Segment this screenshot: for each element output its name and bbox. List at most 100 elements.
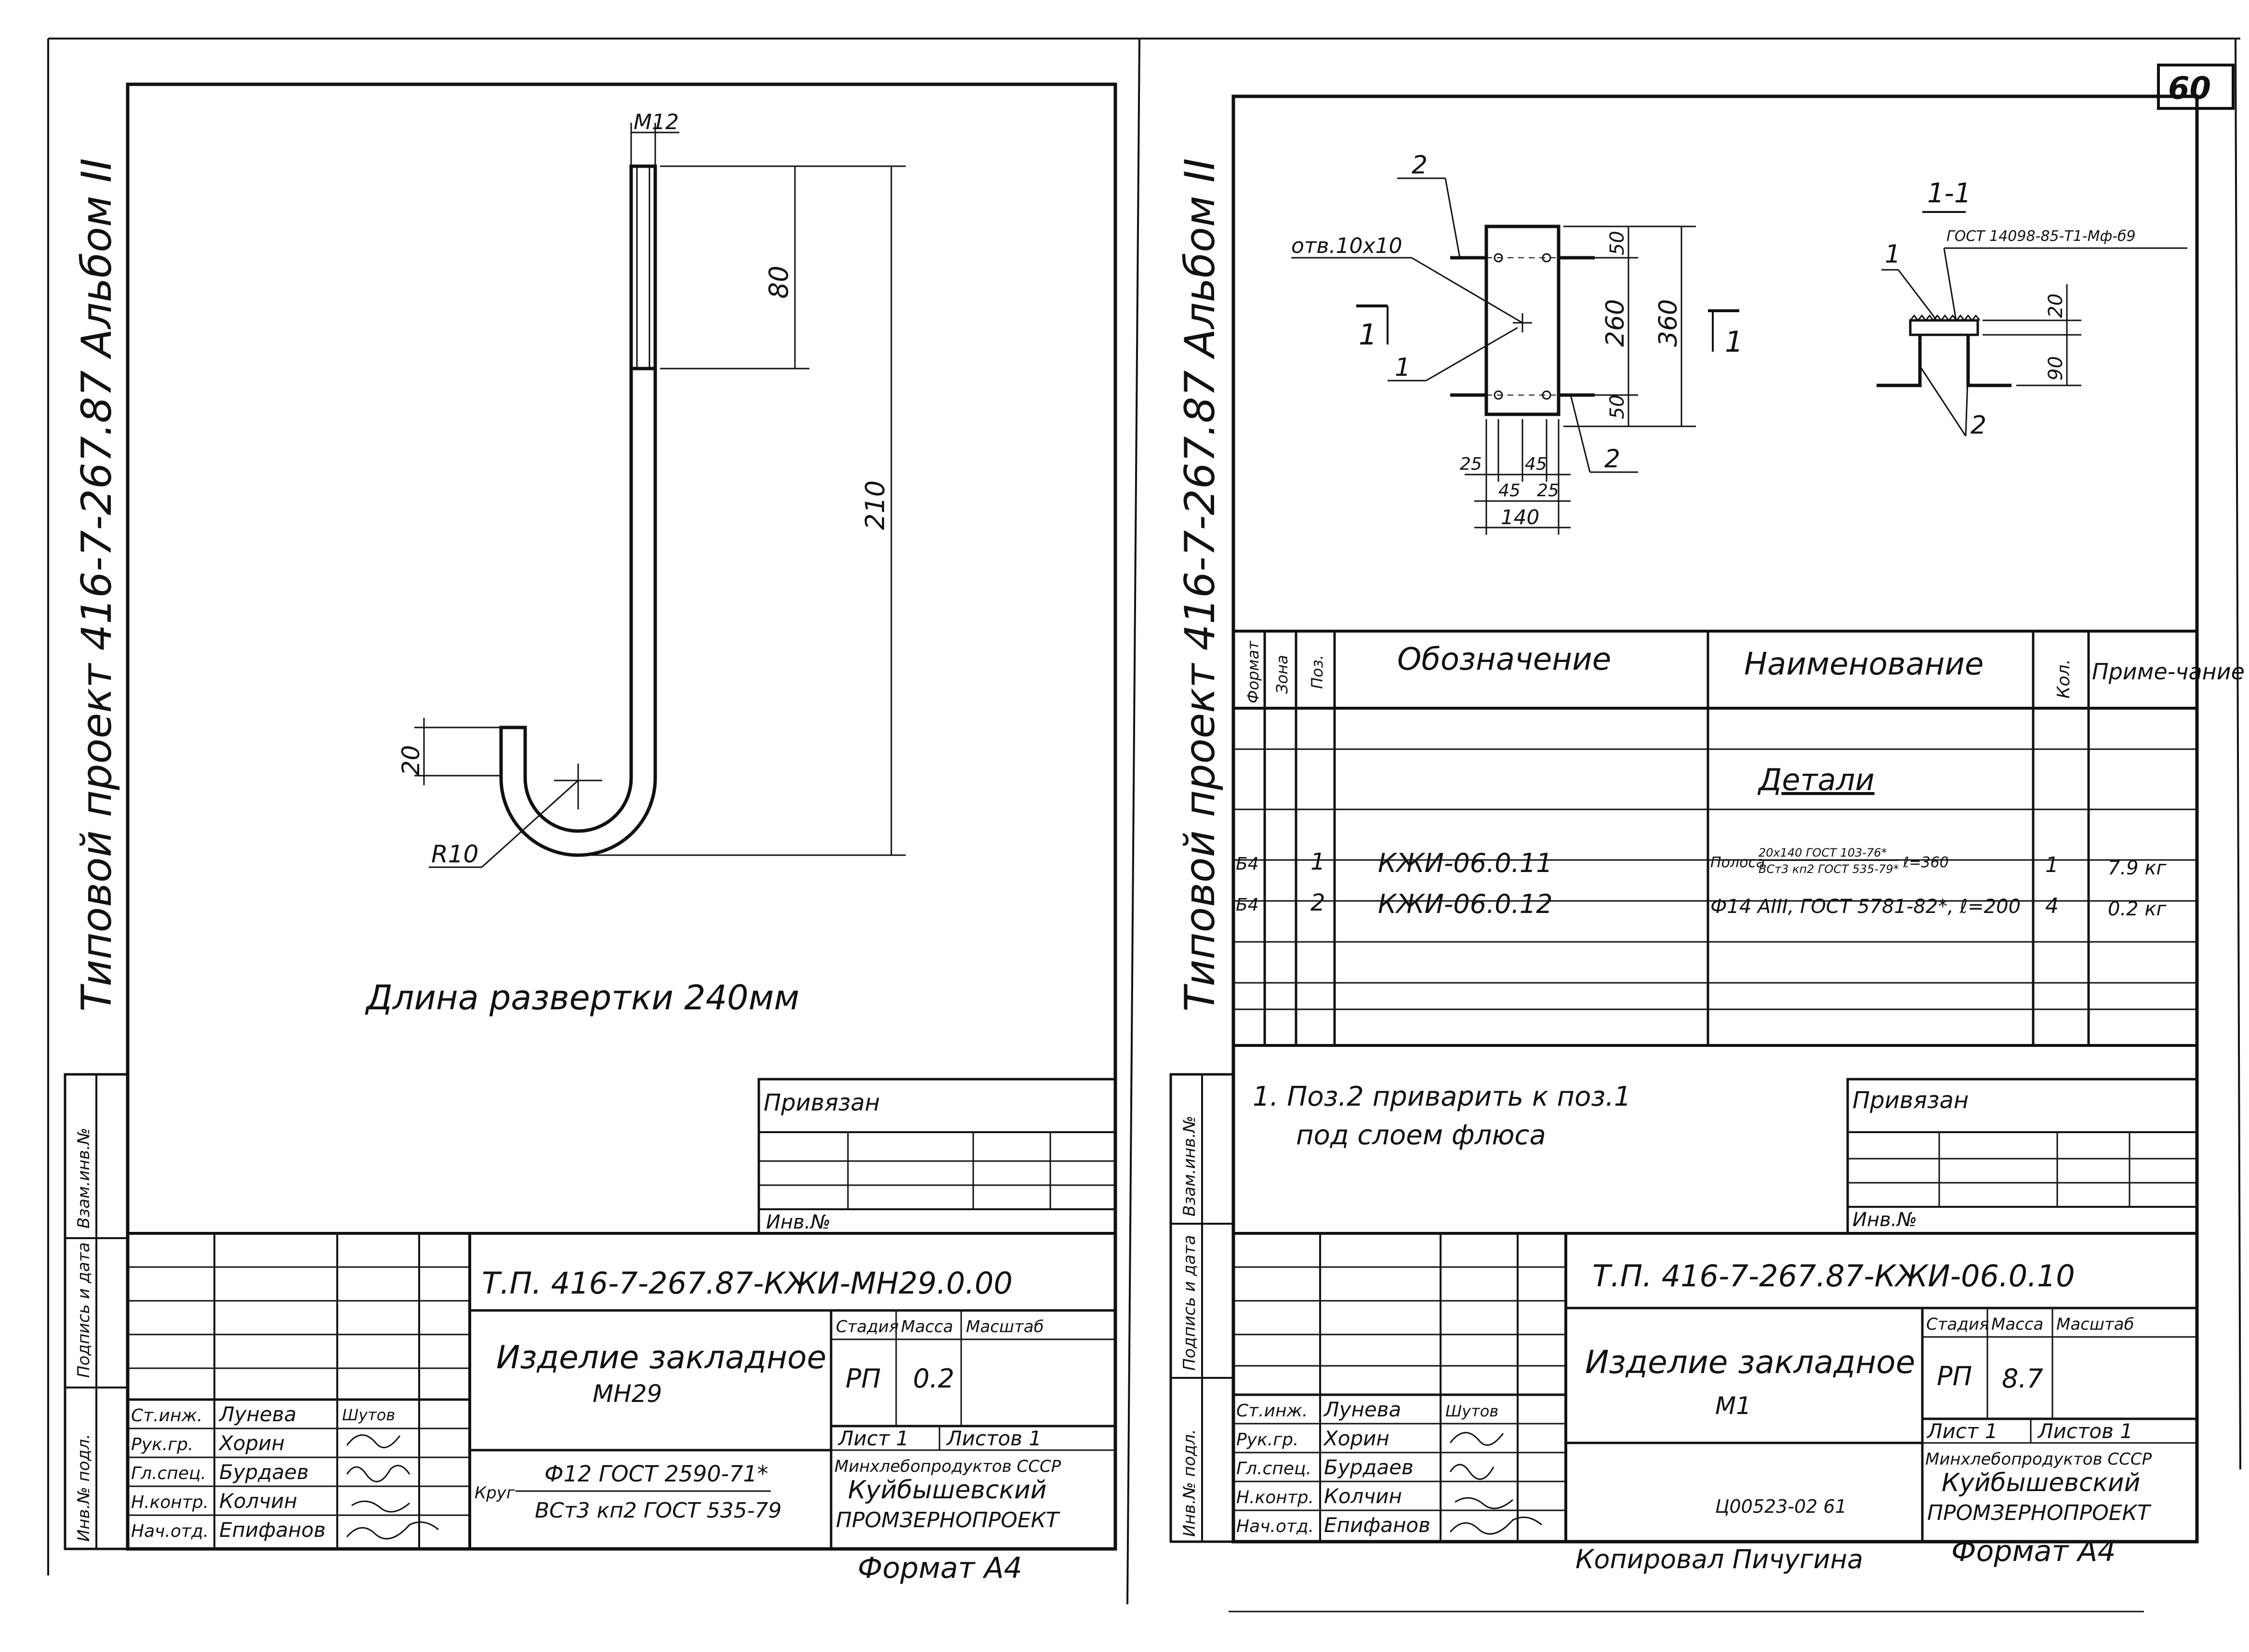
- right-privyazan-block: Привязан Инв.№: [1846, 1078, 2198, 1235]
- org-line-2: Куйбышевский: [1942, 1468, 2140, 1497]
- privyazan-label: Привязан: [1852, 1087, 1969, 1114]
- spec-cell-code: КЖИ-06.0.11: [1378, 848, 1553, 878]
- inv-no-label: Инв.№: [766, 1211, 831, 1233]
- pos-2-label: 2: [1971, 411, 1986, 440]
- spec-cell-note: 0.2 кг: [2108, 898, 2167, 920]
- left-title-block: Ст.инж. Рук.гр. Гл.спец. Н.контр. Нач.от…: [126, 1232, 1117, 1550]
- section-mark: 1: [1359, 318, 1377, 352]
- signer-role: Гл.спец.: [1236, 1459, 1311, 1479]
- signer-name: Хорин: [1323, 1427, 1389, 1450]
- right-side-project-title: Типовой проект 416-7-267.87 Альбом II: [1176, 158, 1224, 1012]
- pos-2-label: 2: [1412, 151, 1428, 180]
- spec-header: Приме-чание: [2092, 659, 2245, 685]
- dim-b3: 45: [1525, 454, 1547, 474]
- dim-80: 80: [764, 265, 794, 299]
- spec-cell-name: ℓ=360: [1903, 854, 1949, 871]
- org-line-2: Куйбышевский: [848, 1476, 1046, 1505]
- signer-name: Епифанов: [219, 1518, 326, 1542]
- pos-2-label: 2: [1604, 445, 1620, 474]
- spec-header: Кол.: [2054, 659, 2074, 699]
- spec-cell-qty: 4: [2045, 894, 2059, 918]
- org-line-3: ПРОМЗЕРНОПРОЕКТ: [836, 1508, 1060, 1533]
- signer-name: Колчин: [219, 1489, 297, 1513]
- stamp-label: Взам.инв.№: [74, 1128, 93, 1229]
- signer-role: Н.контр.: [1236, 1488, 1314, 1507]
- section-weld-note: ГОСТ 14098-85-Т1-Мф-б9: [1946, 228, 2136, 245]
- anchor-bolt-drawing: М12 80 210 20 R10: [397, 110, 906, 868]
- spec-cell-pos: 2: [1310, 889, 1325, 916]
- copied-by: Копировал Пичугина: [1575, 1544, 1863, 1574]
- stamp-mark: Шутов: [1445, 1402, 1498, 1420]
- material-top: Ф12 ГОСТ 2590-71*: [544, 1461, 768, 1487]
- col-scale: Масштаб: [966, 1317, 1044, 1336]
- dim-top: 50: [1606, 231, 1628, 255]
- signer-role: Ст.инж.: [1236, 1401, 1308, 1421]
- spec-header: Поз.: [1308, 655, 1326, 689]
- dim-width: 140: [1501, 505, 1539, 529]
- signer-name: Лунева: [218, 1402, 296, 1426]
- left-format: Формат А4: [858, 1551, 1022, 1585]
- signer-role: Нач.отд.: [131, 1521, 209, 1541]
- spec-header: Обозначение: [1397, 642, 1611, 677]
- col-stage: Стадия: [836, 1317, 899, 1336]
- signer-role: Нач.отд.: [1236, 1517, 1314, 1536]
- spec-cell-format: Б4: [1236, 854, 1259, 874]
- col-scale: Масштаб: [2056, 1315, 2134, 1334]
- development-length: Длина развертки 240мм: [365, 978, 799, 1018]
- signer-name: Лунева: [1323, 1398, 1401, 1421]
- spec-header: Наименование: [1744, 647, 1984, 682]
- note-line-2: под слоем флюса: [1296, 1120, 1546, 1151]
- table-row: Б4 1 КЖИ-06.0.11 Полоса 20х140 ГОСТ 103-…: [1236, 846, 2167, 879]
- dim-20: 20: [397, 745, 425, 776]
- signer-name: Бурдаев: [219, 1460, 309, 1484]
- signature-scribbles: [1449, 1432, 1542, 1535]
- sheet-no: Лист 1: [1926, 1419, 1998, 1443]
- archive-number: Ц00523-02 61: [1715, 1496, 1847, 1517]
- material-prefix: Круг: [475, 1483, 516, 1503]
- sheets-total: Листов 1: [946, 1427, 1042, 1450]
- section-1-1-drawing: 1-1 ГОСТ 14098-85-Т1-Мф-б9 1 2 20 90: [1877, 178, 2187, 440]
- signature-scribbles: [346, 1434, 439, 1540]
- hole-label: отв.10х10: [1291, 234, 1402, 258]
- stage-value: РП: [846, 1363, 881, 1394]
- pos-1-label: 1: [1885, 240, 1901, 269]
- dim-total: 360: [1654, 299, 1683, 347]
- spec-cell-code: КЖИ-06.0.12: [1378, 889, 1553, 919]
- stamp-label: Подпись и дата: [1180, 1235, 1199, 1371]
- left-side-project-title: Типовой проект 416-7-267.87 Альбом II: [73, 158, 121, 1012]
- stamp-label: Инв.№ подл.: [1180, 1429, 1199, 1537]
- left-sheet: Взам.инв.№ Подпись и дата Инв.№ подл. Ти…: [47, 38, 1142, 1605]
- signer-role: Рук.гр.: [131, 1435, 193, 1454]
- left-side-stamp: Взам.инв.№ Подпись и дата Инв.№ подл.: [64, 1073, 129, 1550]
- stamp-mark: Шутов: [342, 1406, 395, 1424]
- section-mark: 1: [1725, 325, 1743, 359]
- sheet-no: Лист 1: [837, 1427, 909, 1450]
- col-mass: Масса: [901, 1317, 953, 1336]
- right-sheet: 60 Взам.инв.№ Подпись и дата Инв.№ подл.…: [1142, 38, 2245, 1612]
- drawing-code: Т.П. 416-7-267.87-КЖИ-06.0.10: [1592, 1258, 2075, 1294]
- spec-cell-name: Полоса: [1710, 854, 1765, 871]
- spec-header: Зона: [1273, 655, 1291, 694]
- plate-plan-drawing: отв.10х10 1 2 2 1 1: [1291, 151, 1743, 535]
- specification-table: Формат Зона Поз. Обозначение Наименовани…: [1232, 630, 2245, 1047]
- spec-cell-format: Б4: [1236, 895, 1259, 915]
- signer-role: Рук.гр.: [1236, 1430, 1298, 1450]
- section-title: 1-1: [1927, 178, 1971, 209]
- mass-value: 0.2: [913, 1363, 954, 1394]
- stamp-label: Подпись и дата: [74, 1242, 93, 1378]
- stamp-label: Взам.инв.№: [1180, 1116, 1199, 1216]
- dim-s1: 20: [2045, 293, 2067, 318]
- signer-name: Бурдаев: [1324, 1455, 1414, 1479]
- right-side-stamp: Взам.инв.№ Подпись и дата Инв.№ подл.: [1169, 1073, 1235, 1543]
- signer-name: Колчин: [1324, 1484, 1402, 1508]
- stage-value: РП: [1937, 1361, 1972, 1391]
- item-mark: М1: [1715, 1392, 1751, 1420]
- left-privyazan-block: Привязан Инв.№: [757, 1078, 1117, 1235]
- dim-mid: 260: [1601, 299, 1630, 347]
- spec-cell-pos: 1: [1310, 848, 1325, 875]
- item-name: Изделие закладное: [1585, 1344, 1915, 1381]
- spec-cell-name: ВСт3 кп2 ГОСТ 535-79*: [1759, 862, 1899, 876]
- stamp-label: Инв.№ подл.: [74, 1434, 93, 1542]
- dim-bot: 50: [1606, 395, 1628, 419]
